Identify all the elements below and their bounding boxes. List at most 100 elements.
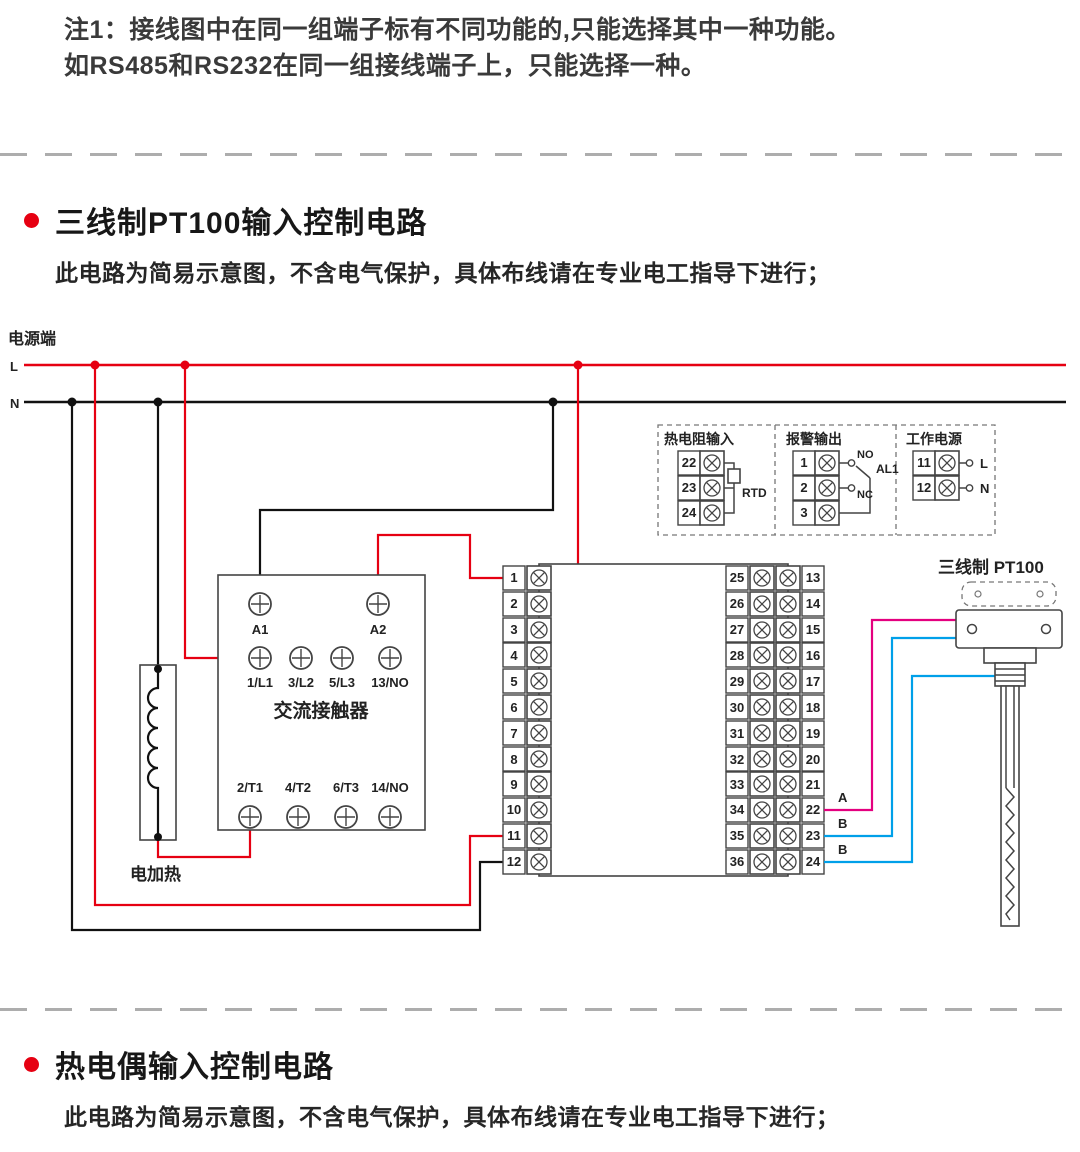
section-title: 热电偶输入控制电路 <box>55 1051 334 1084</box>
heater-coil-icon <box>146 669 160 837</box>
n-contact-icon <box>965 484 974 492</box>
note-line-1: 注1：接线图中在同一组端子标有不同功能的,只能选择其中一种功能。 <box>64 16 851 44</box>
terminal-label: 5/L3 <box>329 675 355 690</box>
wire-b1-label: B <box>838 816 847 831</box>
screw-terminal-icon <box>526 591 552 617</box>
screw-terminal-icon <box>775 565 801 591</box>
rtd-label: RTD <box>742 486 767 500</box>
screw-terminal-icon <box>934 450 960 476</box>
terminal-number: 12 <box>507 854 521 869</box>
probe-element-coil-icon <box>1004 787 1016 921</box>
pt100-sensor: 三线制 PT100 <box>938 557 1063 927</box>
screw-terminal-icon <box>814 500 840 526</box>
screw-terminal-icon <box>526 720 552 746</box>
terminal-number: 3 <box>510 622 517 637</box>
terminal-number: 30 <box>730 700 744 715</box>
screw-terminal-icon <box>699 475 725 501</box>
a1-label: A1 <box>252 622 269 637</box>
screw-terminal-icon <box>775 823 801 849</box>
screw-icon <box>286 805 310 829</box>
pt100-wiring-diagram: 电源端 L N 电加 <box>8 329 1066 932</box>
relay-label: AL1 <box>876 462 899 476</box>
terminal-label: 13/NO <box>371 675 409 690</box>
terminal-number: 7 <box>510 726 517 741</box>
red-wire-heater-to-2T1 <box>156 828 252 859</box>
terminal-number: 19 <box>806 726 820 741</box>
terminal-number: 11 <box>917 455 931 470</box>
note-line-2: 如RS485和RS232在同一组接线端子上，只能选择一种。 <box>64 52 707 80</box>
screw-terminal-icon <box>814 450 840 476</box>
terminal-number: 36 <box>730 854 744 869</box>
thread-hatch <box>995 668 1025 682</box>
relay-arm-icon <box>855 465 871 479</box>
screw-terminal-icon <box>699 500 725 526</box>
screw-terminal-icon <box>775 720 801 746</box>
screw-terminal-icon <box>775 591 801 617</box>
alarm-output-group: 报警输出 1 2 3 NO NC AL1 <box>786 431 899 526</box>
terminal-number: 25 <box>730 570 744 585</box>
section-header-pt100: 三线制PT100输入控制电路 <box>24 198 427 242</box>
dashed-divider <box>0 153 1080 156</box>
red-bullet-icon <box>24 212 39 228</box>
screw-icon <box>289 646 313 670</box>
screw-icon <box>330 646 354 670</box>
screw-icon <box>238 805 262 829</box>
rtd-group-title: 热电阻输入 <box>664 431 734 447</box>
terminal-number: 12 <box>917 480 931 495</box>
black-wire-to-terminal-12 <box>70 402 503 932</box>
terminal-number: 17 <box>806 674 820 689</box>
sensor-hex-nut <box>983 647 1037 664</box>
power-label: 电源端 <box>8 329 56 348</box>
alarm-contact-wires <box>839 462 871 514</box>
screw-terminal-icon <box>749 720 775 746</box>
screw-terminal-icon <box>749 565 775 591</box>
terminal-label: 2/T1 <box>237 780 263 795</box>
screw-terminal-icon <box>699 450 725 476</box>
screw-icon <box>378 646 402 670</box>
n-label: N <box>980 481 989 496</box>
rtd-input-group: 热电阻输入 22 23 24 RTD <box>664 431 767 526</box>
red-bullet-icon <box>24 1056 39 1072</box>
rtd-link-wire <box>724 462 735 514</box>
nc-contact-icon <box>847 484 856 492</box>
red-wire-a2-to-terminal-1 <box>376 533 503 592</box>
power-stub-wires <box>959 462 966 489</box>
cap-screw-icon <box>974 590 982 598</box>
sensor-cap-outline <box>961 581 1057 607</box>
screw-terminal-icon <box>526 565 552 591</box>
terminal-number: 22 <box>682 455 696 470</box>
wire-b2-cyan <box>824 674 996 864</box>
terminal-number: 23 <box>682 480 696 495</box>
l-contact-icon <box>965 459 974 467</box>
head-screw-icon <box>966 623 978 635</box>
screw-terminal-icon <box>526 642 552 668</box>
screw-terminal-icon <box>749 591 775 617</box>
terminal-number: 10 <box>507 802 521 817</box>
terminal-number: 3 <box>800 505 807 520</box>
terminal-number: 14 <box>806 596 821 611</box>
terminal-number: 28 <box>730 648 744 663</box>
screw-icon <box>248 646 272 670</box>
screw-terminal-icon <box>749 771 775 797</box>
screw-icon <box>334 805 358 829</box>
wire-b1-cyan <box>824 636 958 838</box>
terminal-number: 1 <box>800 455 807 470</box>
terminal-number: 16 <box>806 648 820 663</box>
screw-icon <box>366 592 390 616</box>
red-wire-to-terminal-11 <box>93 365 503 907</box>
terminal-number: 23 <box>806 828 820 843</box>
contactor: A1 A2 1/L1 3/L2 5/L3 13/NO 交流接触器 2/T1 4/… <box>217 574 426 831</box>
screw-terminal-icon <box>749 694 775 720</box>
terminal-number: 21 <box>806 777 820 792</box>
terminal-number: 29 <box>730 674 744 689</box>
l-label: L <box>980 456 988 471</box>
terminal-number: 2 <box>510 596 517 611</box>
terminal-number: 33 <box>730 777 744 792</box>
line-n-label: N <box>10 396 19 411</box>
terminal-number: 2 <box>800 480 807 495</box>
terminal-number: 32 <box>730 752 744 767</box>
left-terminal-strip: 1 2 3 4 5 6 7 8 9 10 11 12 <box>502 565 552 875</box>
note-block: 注1：接线图中在同一组端子标有不同功能的,只能选择其中一种功能。 如RS485和… <box>64 12 1024 84</box>
heater: 电加热 <box>130 664 181 884</box>
